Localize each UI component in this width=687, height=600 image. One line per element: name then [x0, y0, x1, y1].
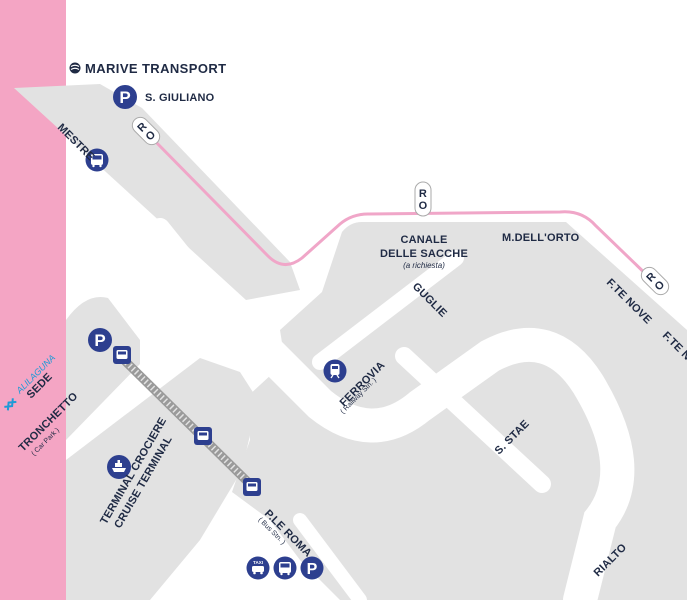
canale-label-1: CANALE [400, 234, 447, 246]
people-mover [116, 352, 260, 494]
train-icon [323, 359, 347, 383]
transport-route [148, 134, 654, 282]
stop-s-giuliano[interactable]: R O [129, 114, 163, 148]
canals [150, 218, 635, 600]
svg-text:R: R [419, 188, 427, 200]
tronchetto-island [66, 296, 140, 440]
lagoon-gap [150, 218, 260, 350]
svg-text:P: P [119, 88, 130, 107]
canale-label-2: DELLE SACCHE [380, 248, 468, 260]
stop-fte-nove[interactable]: R O [638, 264, 672, 298]
svg-text:O: O [419, 200, 428, 212]
svg-text:TAXI: TAXI [253, 560, 263, 565]
parking-icon: P [300, 556, 324, 580]
inner-canal-2 [293, 513, 367, 600]
stop-canale-delle-sacche[interactable]: R O [414, 181, 432, 217]
alilaguna-logo-icon [4, 398, 17, 411]
parking-icon: P [88, 328, 112, 352]
causeway-branch [60, 98, 196, 208]
cannaregio-canal [312, 250, 464, 370]
parking-icon: P [113, 85, 137, 109]
inner-canal-1 [395, 347, 551, 493]
svg-text:P: P [94, 331, 105, 350]
bus-icon [273, 556, 297, 580]
marive-logo-icon [69, 62, 81, 74]
grand-canal [229, 313, 635, 600]
s-giuliano-label: S. GIULIANO [145, 92, 215, 104]
mdellorto-label: M.DELL'ORTO [502, 232, 580, 244]
taxi-icon: TAXI [246, 556, 270, 580]
brand-name: MARIVE TRANSPORT [85, 61, 226, 76]
tram-icon [194, 427, 212, 445]
tram-icon [243, 478, 261, 496]
svg-text:P: P [307, 561, 318, 578]
pier [66, 520, 140, 600]
tram-icon [113, 346, 131, 364]
bus-icon [85, 148, 109, 172]
canale-note: (a richiesta) [403, 261, 445, 270]
ship-icon [107, 455, 131, 479]
